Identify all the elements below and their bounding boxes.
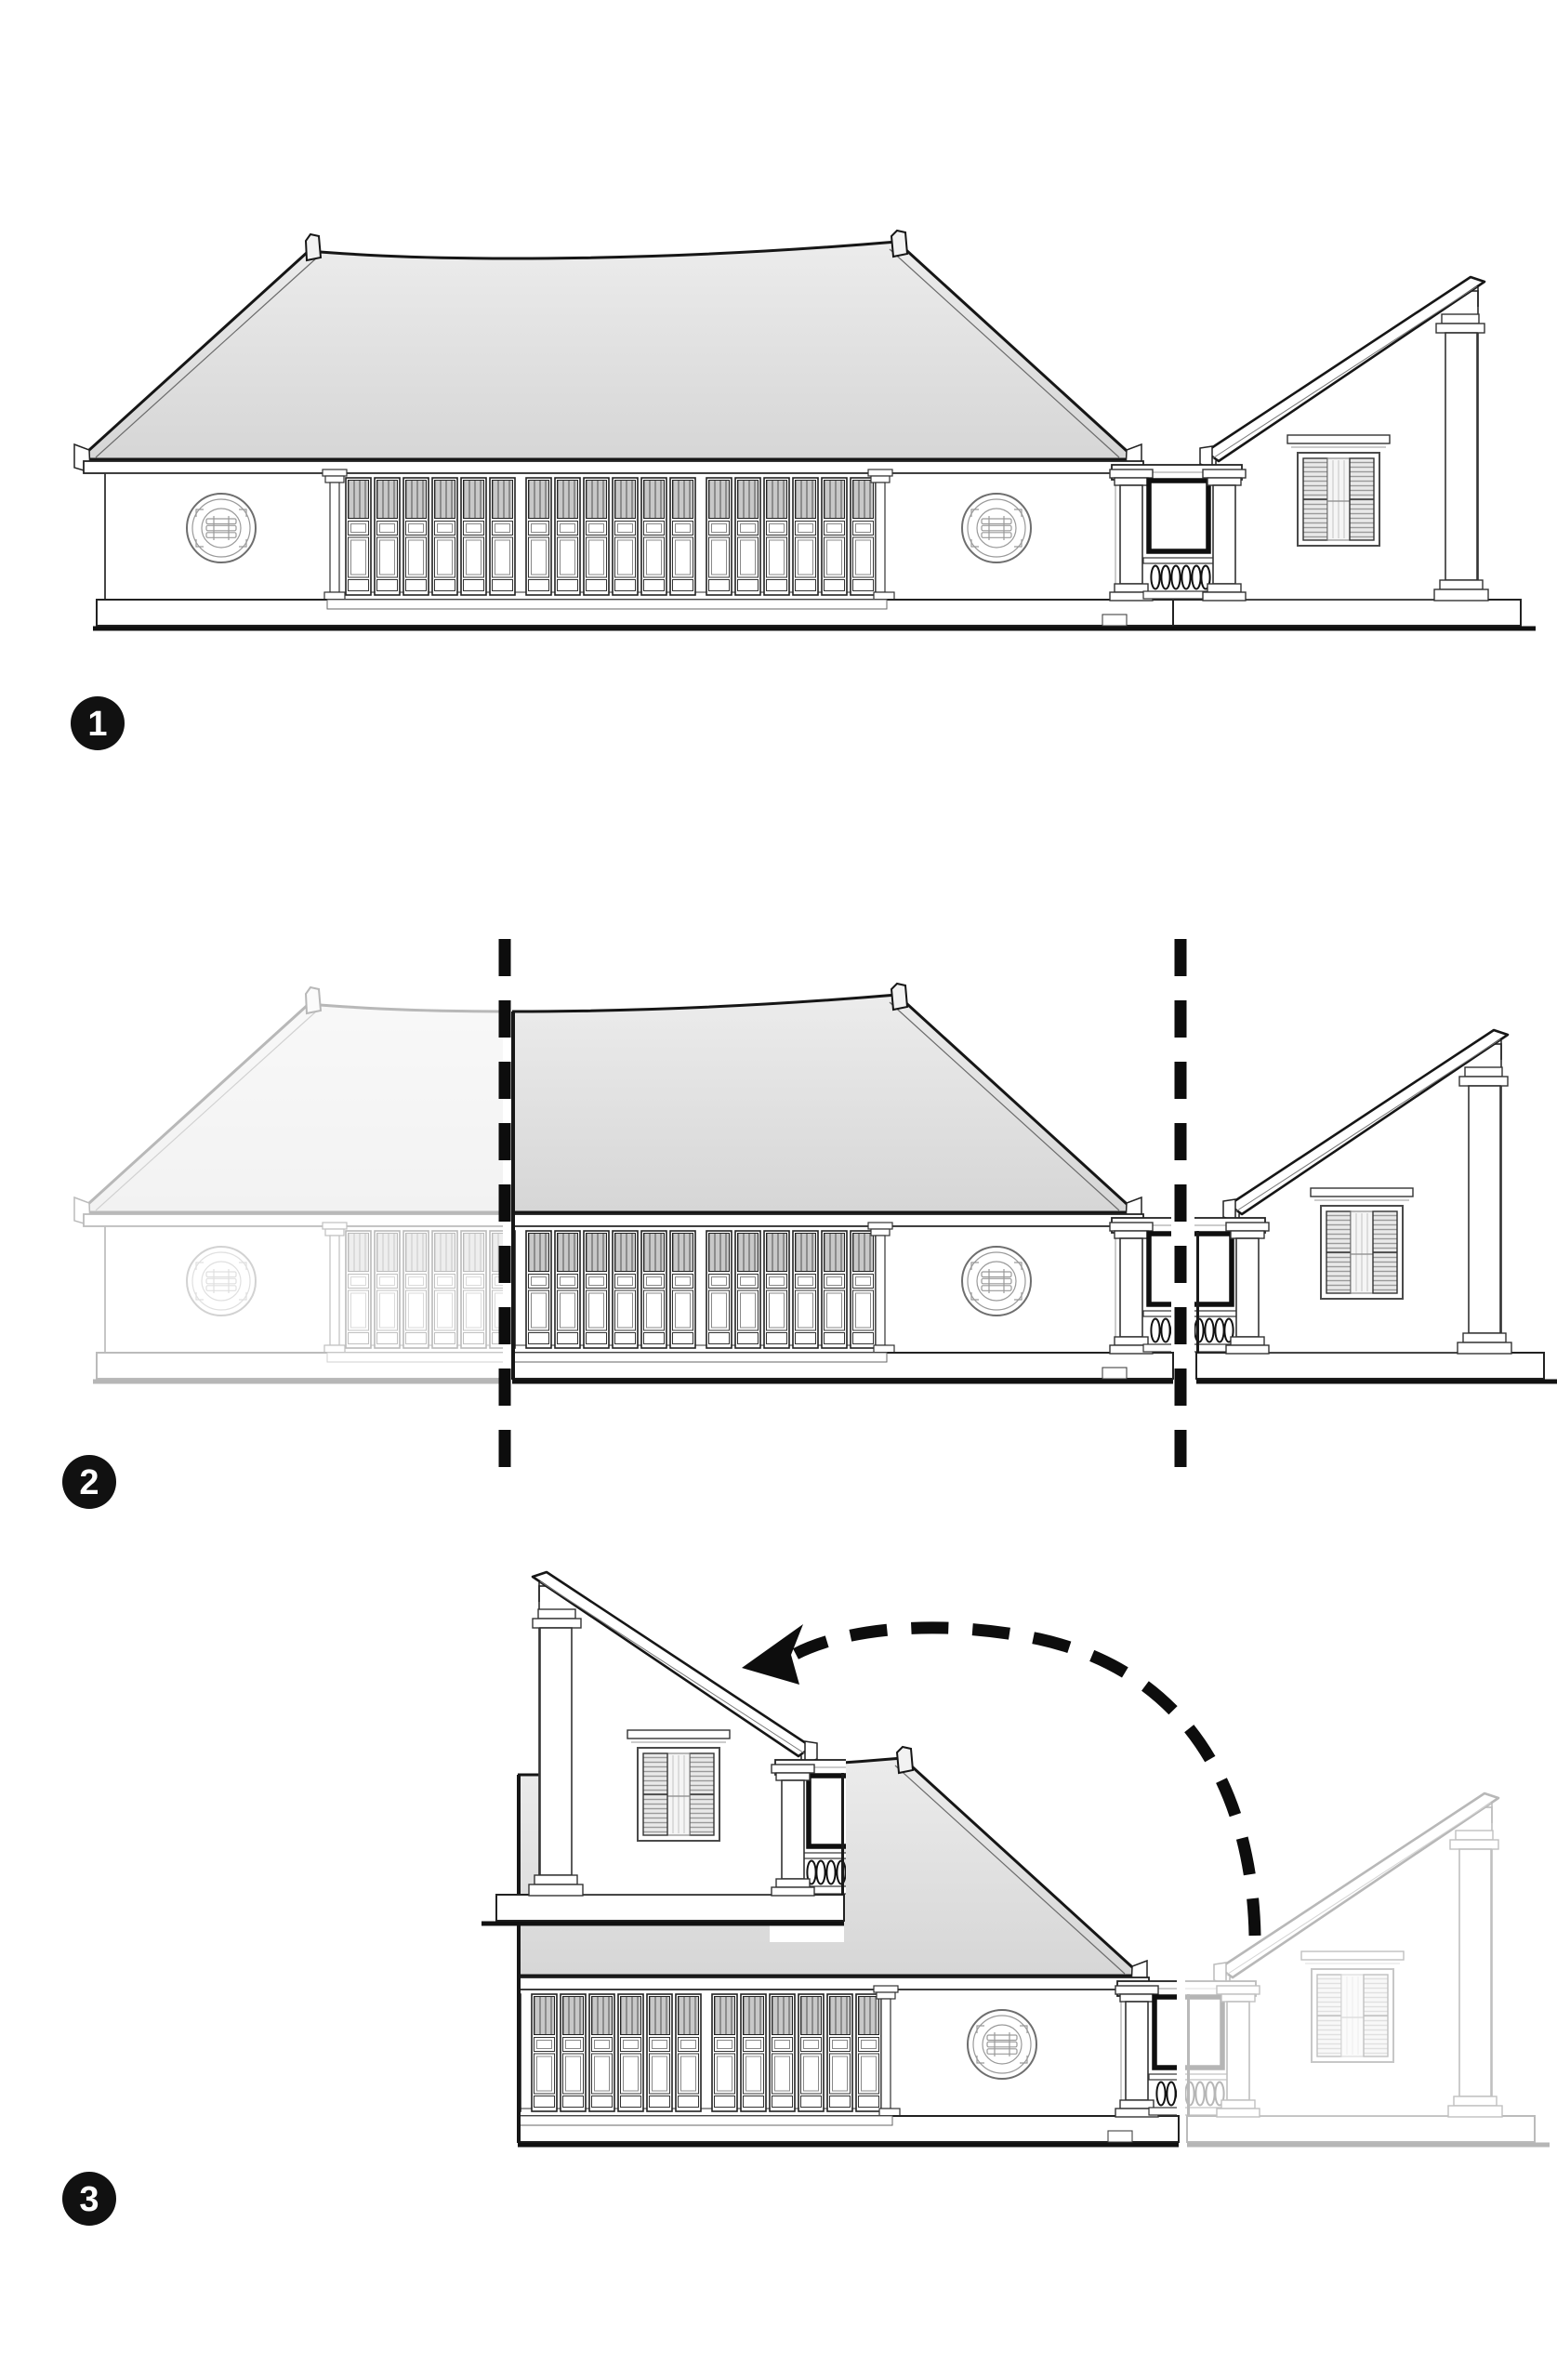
ghost-annex-original-position: [1124, 1793, 1550, 2163]
middle-section-moved: [517, 1747, 1251, 2145]
separated-annex: [1133, 1030, 1557, 1400]
badge-number: 2: [79, 1463, 99, 1502]
step-2-badge: 2: [62, 1455, 116, 1509]
step-1-panel: [74, 231, 1536, 647]
step-3-badge: 3: [62, 2172, 116, 2226]
badge-circle: [62, 1455, 116, 1509]
step-3-panel: [80, 1572, 1550, 2163]
step-2-panel: [74, 984, 1557, 1400]
badge-circle: [71, 696, 125, 750]
motion-arrow-path: [793, 1621, 1261, 1937]
badge-circle: [62, 2172, 116, 2226]
relocated-mirrored-annex: [482, 1572, 907, 1942]
motion-arrow-head: [742, 1624, 803, 1685]
step-1-badge: 1: [71, 696, 125, 750]
motion-arrow-icon: [742, 1621, 1261, 1937]
badge-number: 3: [79, 2180, 99, 2219]
badge-number: 1: [87, 705, 107, 744]
